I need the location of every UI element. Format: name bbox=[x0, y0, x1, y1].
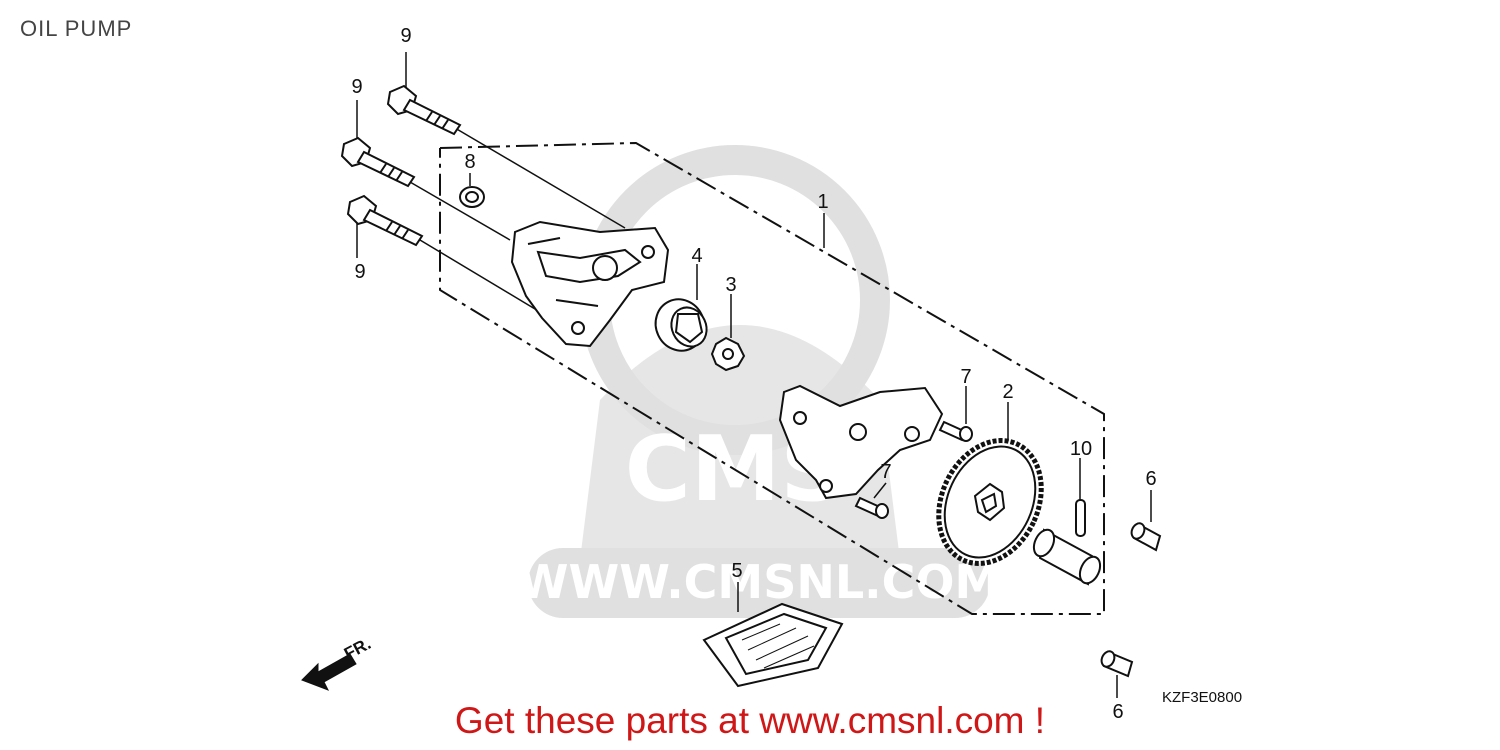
leader-lines bbox=[356, 52, 1152, 698]
callout-outer-rotor: 4 bbox=[691, 245, 702, 267]
outer-rotor bbox=[654, 298, 708, 352]
flange-bolt-top bbox=[386, 84, 462, 136]
diagram-code: KZF3E0800 bbox=[1162, 689, 1243, 706]
front-direction-arrow: FR. bbox=[301, 634, 374, 691]
oil-strainer bbox=[702, 602, 844, 688]
inner-rotor bbox=[710, 336, 746, 372]
assembly-outline bbox=[439, 141, 1105, 615]
promo-banner-link[interactable]: Get these parts at www.cmsnl.com ! bbox=[454, 700, 1046, 741]
callout-oil-seal: 8 bbox=[464, 151, 475, 173]
oil-pump-body bbox=[510, 220, 670, 348]
callout-pump-assy: 1 bbox=[817, 191, 828, 213]
page-title: OIL PUMP bbox=[20, 16, 133, 41]
callout-inner-rotor: 3 bbox=[725, 274, 736, 296]
screw-upper bbox=[938, 420, 973, 442]
callout-screw-upper: 7 bbox=[960, 366, 971, 388]
flange-bolt-lower bbox=[346, 194, 424, 247]
callout-dowel-upper: 6 bbox=[1145, 468, 1156, 490]
flange-bolt-middle bbox=[340, 136, 416, 188]
callout-pin: 10 bbox=[1070, 438, 1092, 460]
watermark: WWW.CMSNL.COM CMS bbox=[518, 145, 1001, 618]
screw-lower bbox=[854, 496, 889, 519]
callout-strainer: 5 bbox=[731, 560, 742, 582]
oil-seal bbox=[459, 186, 485, 208]
dowel-pin bbox=[1075, 499, 1086, 537]
callout-driven-gear: 2 bbox=[1002, 381, 1013, 403]
callout-bolt-lower: 9 bbox=[354, 261, 365, 283]
pump-cover-plate bbox=[778, 384, 944, 500]
callout-bolt-middle: 9 bbox=[351, 76, 362, 98]
dowel-collar-upper bbox=[1130, 522, 1162, 552]
callout-screw-lower: 7 bbox=[880, 461, 891, 483]
callout-bolt-top: 9 bbox=[400, 25, 411, 47]
callout-dowel-lower: 6 bbox=[1112, 701, 1123, 723]
oil-pump-driven-gear bbox=[936, 438, 1044, 566]
dowel-collar-lower bbox=[1100, 650, 1134, 678]
pump-shaft bbox=[1032, 528, 1102, 586]
watermark-url: WWW.CMSNL.COM bbox=[518, 555, 1001, 609]
